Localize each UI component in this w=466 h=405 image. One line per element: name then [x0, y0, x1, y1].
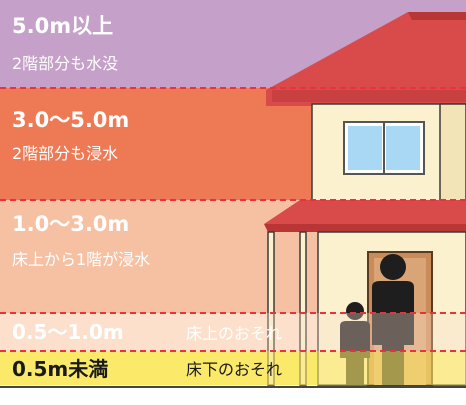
level-description-label: 床上から1階が浸水	[12, 250, 151, 269]
boundary-1m	[0, 312, 466, 314]
level-depth-label: 0.5〜1.0m	[12, 320, 124, 344]
boundary-0.5m	[0, 350, 466, 352]
level-description-label: 床下のおそれ	[186, 360, 283, 379]
level-description-label: 2階部分も水没	[12, 54, 119, 73]
level-depth-label: 1.0〜3.0m	[12, 212, 130, 236]
level-description-label: 床上のおそれ	[186, 324, 283, 343]
level-description-label: 2階部分も浸水	[12, 144, 119, 163]
boundary-3m	[0, 199, 466, 201]
lower-roof	[264, 200, 466, 224]
level-depth-label: 3.0〜5.0m	[12, 108, 130, 132]
bottom-rule	[0, 386, 466, 388]
boundary-5m	[0, 87, 466, 89]
upper-roof	[266, 12, 466, 106]
level-depth-label: 0.5m未満	[12, 357, 109, 381]
level-depth-label: 5.0m以上	[12, 14, 114, 38]
